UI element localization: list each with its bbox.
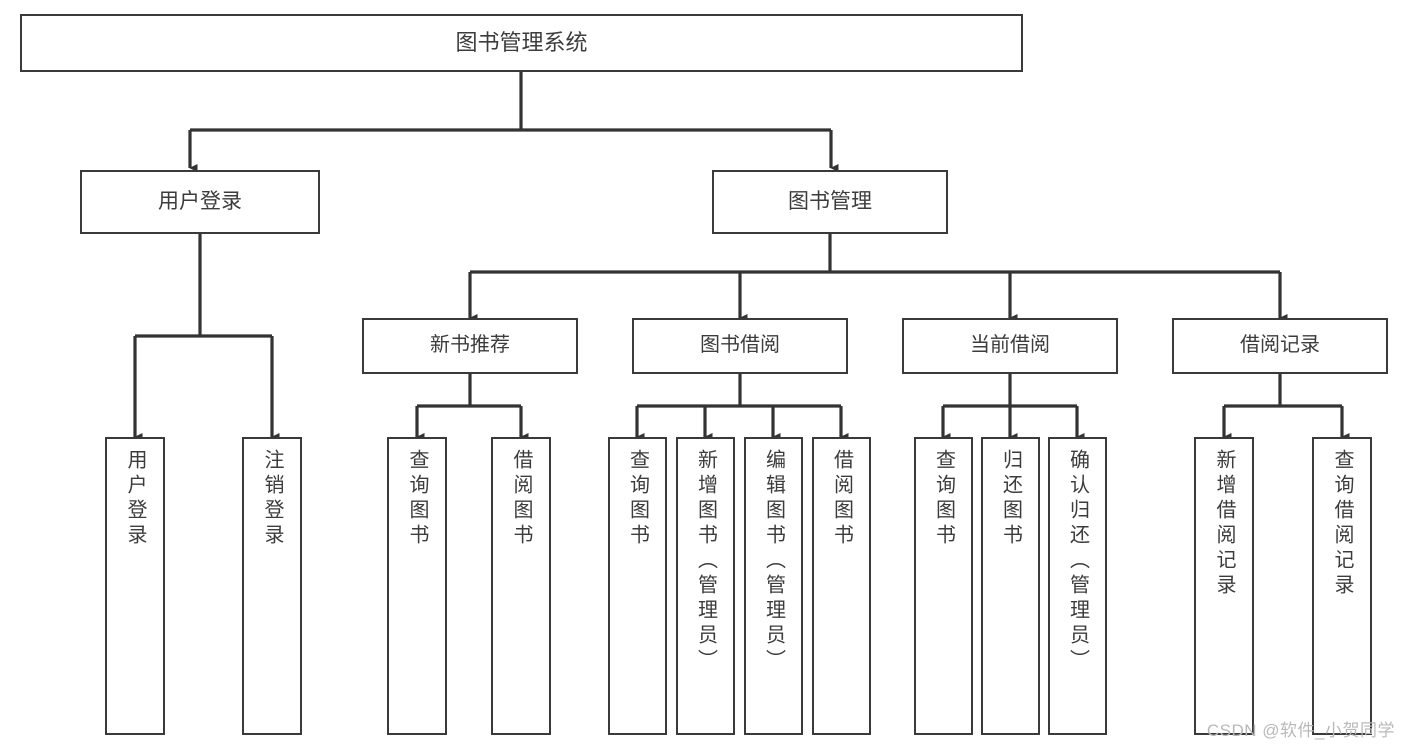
node-leaf-user-login[interactable]: 用户登录 [105, 437, 165, 735]
node-leaf-br-add-record[interactable]: 新增借阅记录 [1194, 437, 1254, 735]
node-current-borrow-label: 当前借阅 [970, 334, 1050, 357]
node-leaf-nb-borrow-book-label: 借阅图书 [510, 449, 532, 549]
node-leaf-bb-borrow-book-label: 借阅图书 [830, 449, 853, 549]
node-leaf-nb-query-book[interactable]: 查询图书 [387, 437, 447, 735]
node-borrow-record[interactable]: 借阅记录 [1172, 318, 1388, 374]
node-leaf-cb-return-book[interactable]: 归还图书 [981, 437, 1040, 735]
node-leaf-nb-query-book-label: 查询图书 [406, 449, 428, 549]
node-leaf-bb-edit-book[interactable]: 编辑图书（管理员） [744, 437, 803, 735]
node-root-system[interactable]: 图书管理系统 [20, 14, 1023, 72]
node-leaf-logout[interactable]: 注销登录 [242, 437, 302, 735]
node-leaf-br-query-record-label: 查询借阅记录 [1331, 449, 1353, 599]
node-leaf-cb-query-book[interactable]: 查询图书 [914, 437, 973, 735]
node-root-system-label: 图书管理系统 [455, 30, 588, 56]
node-book-borrow[interactable]: 图书借阅 [632, 318, 848, 374]
node-leaf-cb-confirm-return[interactable]: 确认归还（管理员） [1048, 437, 1107, 735]
node-leaf-bb-add-book[interactable]: 新增图书（管理员） [676, 437, 735, 735]
node-leaf-bb-edit-book-label: 编辑图书（管理员） [762, 449, 785, 674]
node-leaf-bb-add-book-label: 新增图书（管理员） [694, 449, 717, 674]
node-leaf-bb-borrow-book[interactable]: 借阅图书 [812, 437, 871, 735]
node-leaf-user-login-label: 用户登录 [124, 449, 146, 549]
node-leaf-cb-return-book-label: 归还图书 [999, 449, 1022, 549]
node-leaf-bb-query-book-label: 查询图书 [626, 449, 649, 549]
node-book-management[interactable]: 图书管理 [712, 170, 948, 234]
node-leaf-cb-query-book-label: 查询图书 [932, 449, 955, 549]
node-user-login-label: 用户登录 [158, 189, 242, 213]
node-leaf-logout-label: 注销登录 [261, 449, 283, 549]
node-book-management-label: 图书管理 [788, 189, 872, 213]
csdn-watermark: CSDN @软件_小贺同学 [1206, 721, 1395, 740]
node-borrow-record-label: 借阅记录 [1240, 334, 1320, 357]
node-user-login[interactable]: 用户登录 [80, 170, 320, 234]
node-book-borrow-label: 图书借阅 [700, 334, 780, 357]
node-leaf-br-add-record-label: 新增借阅记录 [1213, 449, 1235, 599]
node-new-book-recommend[interactable]: 新书推荐 [362, 318, 578, 374]
node-leaf-br-query-record[interactable]: 查询借阅记录 [1312, 437, 1372, 735]
node-current-borrow[interactable]: 当前借阅 [902, 318, 1118, 374]
node-leaf-cb-confirm-return-label: 确认归还（管理员） [1066, 449, 1089, 674]
node-leaf-bb-query-book[interactable]: 查询图书 [608, 437, 667, 735]
node-leaf-nb-borrow-book[interactable]: 借阅图书 [491, 437, 551, 735]
node-new-book-recommend-label: 新书推荐 [430, 334, 510, 357]
